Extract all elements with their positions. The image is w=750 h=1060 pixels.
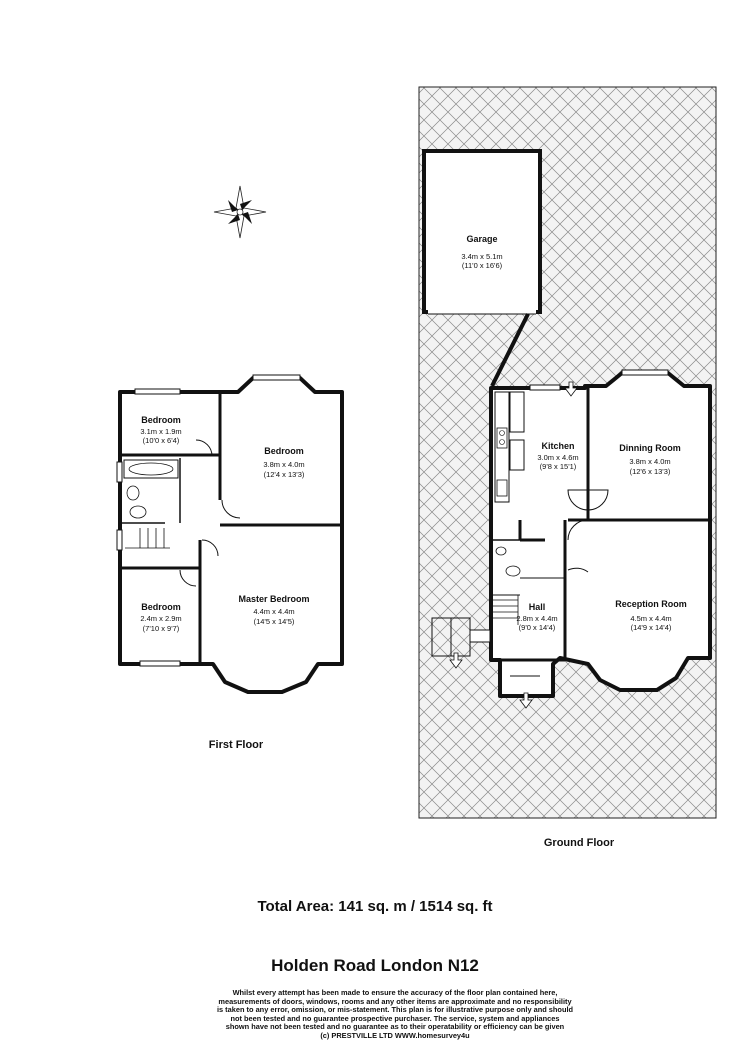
room-label: Reception Room [615,599,687,609]
room-dim-imperial: (9'8 x 15'1) [540,462,577,471]
disclaimer-line: shown have not been tested and no guaran… [225,1022,565,1032]
first-floor-label: First Floor [209,739,264,751]
ground-floor-house [431,369,712,698]
room-label: Bedroom [141,415,181,425]
disclaimer-line: measurements of doors, windows, rooms an… [218,996,572,1006]
room-dim-imperial: (11'0 x 16'6) [462,261,503,270]
room-label: Bedroom [264,446,304,456]
disclaimer-line: not been tested and no guarantee prospec… [230,1013,560,1023]
entrance-arrow-icon [449,381,578,709]
room-label: Master Bedroom [238,594,309,604]
room-label: Kitchen [541,441,574,451]
room-dim-metric: 2.8m x 4.4m [516,614,557,623]
first-floor-house [116,374,344,694]
room-dim-metric: 2.4m x 2.9m [140,614,181,623]
disclaimer-line: (c) PRESTVILLE LTD WWW.homesurvey4u [320,1030,470,1040]
room-dim-imperial: (12'4 x 13'3) [264,470,305,479]
room-dim-metric: 3.8m x 4.0m [263,460,304,469]
room-dim-metric: 4.5m x 4.4m [630,614,671,623]
compass-rose-icon [213,185,267,239]
ground-floor-label: Ground Floor [544,837,615,849]
room-dim-metric: 3.0m x 4.6m [537,453,578,462]
disclaimer-line: Whilst every attempt has been made to en… [232,988,558,997]
disclaimer-line: is taken to any error, omission, or mis-… [216,1005,574,1015]
room-dim-imperial: (7'10 x 9'7) [143,624,180,633]
room-dim-metric: 4.4m x 4.4m [253,607,294,616]
room-label: Garage [466,234,497,244]
total-area: Total Area: 141 sq. m / 1514 sq. ft [257,898,493,915]
room-dim-imperial: (12'6 x 13'3) [630,467,671,476]
room-dim-imperial: (10'0 x 6'4) [143,436,180,445]
room-label: Bedroom [141,602,181,612]
room-dim-metric: 3.8m x 4.0m [629,457,670,466]
room-dim-imperial: (14'5 x 14'5) [254,617,295,626]
garage [422,149,542,315]
property-address: Holden Road London N12 [271,956,479,975]
room-label: Hall [529,602,546,612]
room-label: Dinning Room [619,443,681,453]
room-dim-imperial: (14'9 x 14'4) [631,623,672,632]
room-dim-metric: 3.1m x 1.9m [140,427,181,436]
disclaimer: Whilst every attempt has been made to en… [190,988,600,1041]
room-dim-metric: 3.4m x 5.1m [461,252,502,261]
room-dim-imperial: (9'0 x 14'4) [519,623,556,632]
